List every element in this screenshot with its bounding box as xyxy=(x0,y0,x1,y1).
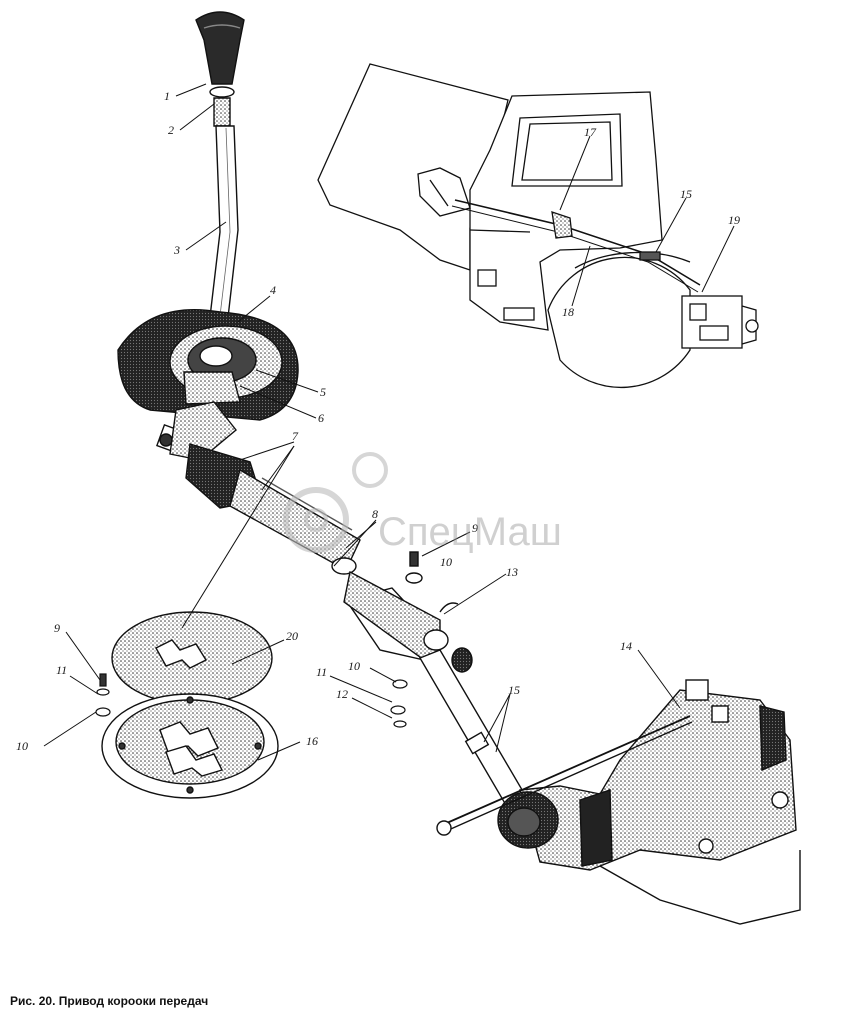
leader-lines xyxy=(43,83,735,761)
wheel-outline xyxy=(547,256,691,389)
figure-caption: Рис. 20. Привод корооки передач xyxy=(10,994,209,1008)
callout-20: 20 xyxy=(286,629,298,643)
fasteners-left xyxy=(95,673,111,717)
intermediate-joint xyxy=(343,551,473,673)
callout-11-right: 11 xyxy=(316,665,327,679)
callout-9-left: 9 xyxy=(54,621,60,635)
gearbox xyxy=(436,679,801,925)
callout-13: 13 xyxy=(506,565,518,579)
callout-12: 12 xyxy=(336,687,348,701)
callout-9: 9 xyxy=(472,521,478,535)
gear-lever xyxy=(195,11,245,371)
callout-10-left: 10 xyxy=(16,739,28,753)
callout-19: 19 xyxy=(728,213,740,227)
callout-2: 2 xyxy=(168,123,174,137)
callout-18: 18 xyxy=(562,305,574,319)
callout-15-inset: 15 xyxy=(680,187,692,201)
callout-11-left: 11 xyxy=(56,663,67,677)
callout-8: 8 xyxy=(372,507,378,521)
shift-rod xyxy=(418,649,529,813)
callout-6: 6 xyxy=(318,411,324,425)
lever-knob xyxy=(195,11,245,85)
callout-10: 10 xyxy=(440,555,452,569)
callout-17: 17 xyxy=(584,125,597,139)
callout-15: 15 xyxy=(508,683,520,697)
callouts: 1 2 3 4 5 6 7 8 9 10 13 14 15 15 16 17 1… xyxy=(16,89,740,753)
floor-cover xyxy=(101,611,279,799)
callout-7: 7 xyxy=(292,429,299,443)
callout-14: 14 xyxy=(620,639,632,653)
lever-boot xyxy=(117,309,299,421)
callout-4: 4 xyxy=(270,283,276,297)
cab-outline xyxy=(469,91,663,331)
callout-5: 5 xyxy=(320,385,326,399)
watermark-text: СпецМаш xyxy=(378,510,562,554)
watermark-gear-icon xyxy=(283,452,388,553)
lever-ring xyxy=(209,86,235,98)
callout-16: 16 xyxy=(306,734,318,748)
callout-3: 3 xyxy=(173,243,180,257)
callout-10-right: 10 xyxy=(348,659,360,673)
fasteners-right xyxy=(390,679,408,728)
callout-1: 1 xyxy=(164,89,170,103)
vehicle-inset xyxy=(317,63,759,389)
